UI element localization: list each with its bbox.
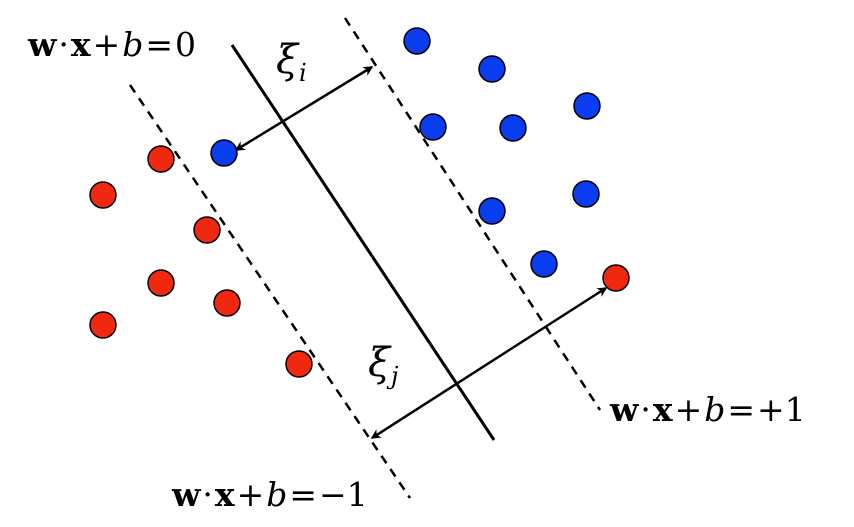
blue-data-point: [210, 139, 238, 167]
w-symbol: w: [28, 25, 57, 64]
blue-data-point: [530, 250, 558, 278]
xi-subscript: j: [391, 362, 399, 390]
rhs-value: +1: [757, 390, 806, 429]
plus-operator: +: [92, 25, 121, 64]
x-symbol: x: [652, 390, 673, 429]
w-symbol: w: [610, 390, 639, 429]
plus-operator: +: [674, 390, 703, 429]
red-data-point: [285, 350, 313, 378]
w-symbol: w: [172, 475, 201, 514]
blue-data-point: [478, 55, 506, 83]
xi-subscript: i: [299, 59, 307, 87]
dot-operator: ·: [640, 390, 651, 429]
red-data-point: [147, 269, 175, 297]
blue-data-point: [499, 114, 527, 142]
rhs-value: 0: [175, 25, 197, 64]
equals-operator: =: [727, 390, 756, 429]
x-symbol: x: [70, 25, 91, 64]
blue-data-point: [478, 197, 506, 225]
dot-operator: ·: [58, 25, 69, 64]
slack-i-label: ξi: [276, 40, 307, 85]
dot-operator: ·: [202, 475, 213, 514]
decision-boundary-line: [230, 44, 496, 441]
b-symbol: b: [704, 390, 726, 429]
blue-data-point: [572, 180, 600, 208]
xi-symbol: ξ: [368, 340, 391, 386]
rhs-value: −1: [319, 475, 368, 514]
plus-operator: +: [236, 475, 265, 514]
hyperplane-equation-label: w·x+b=0: [28, 28, 196, 61]
red-data-point: [89, 181, 117, 209]
blue-data-point: [403, 27, 431, 55]
negative-margin-line: [128, 84, 412, 499]
negative-margin-equation-label: w·x+b=−1: [172, 478, 368, 511]
x-symbol: x: [214, 475, 235, 514]
b-symbol: b: [122, 25, 144, 64]
xi-symbol: ξ: [276, 37, 299, 83]
slack-arrow-i: [234, 65, 374, 152]
equals-operator: =: [145, 25, 174, 64]
blue-points: [210, 27, 601, 278]
red-data-point: [147, 145, 175, 173]
positive-margin-equation-label: w·x+b=+1: [610, 393, 806, 426]
red-points: [89, 145, 630, 378]
red-data-point: [213, 289, 241, 317]
red-data-point: [193, 216, 221, 244]
blue-data-point: [573, 92, 601, 120]
red-data-point: [89, 311, 117, 339]
blue-data-point: [419, 113, 447, 141]
equals-operator: =: [289, 475, 318, 514]
red-data-point: [602, 264, 630, 292]
slack-j-label: ξj: [368, 343, 398, 388]
b-symbol: b: [266, 475, 288, 514]
slack-arrow-j: [370, 286, 608, 440]
